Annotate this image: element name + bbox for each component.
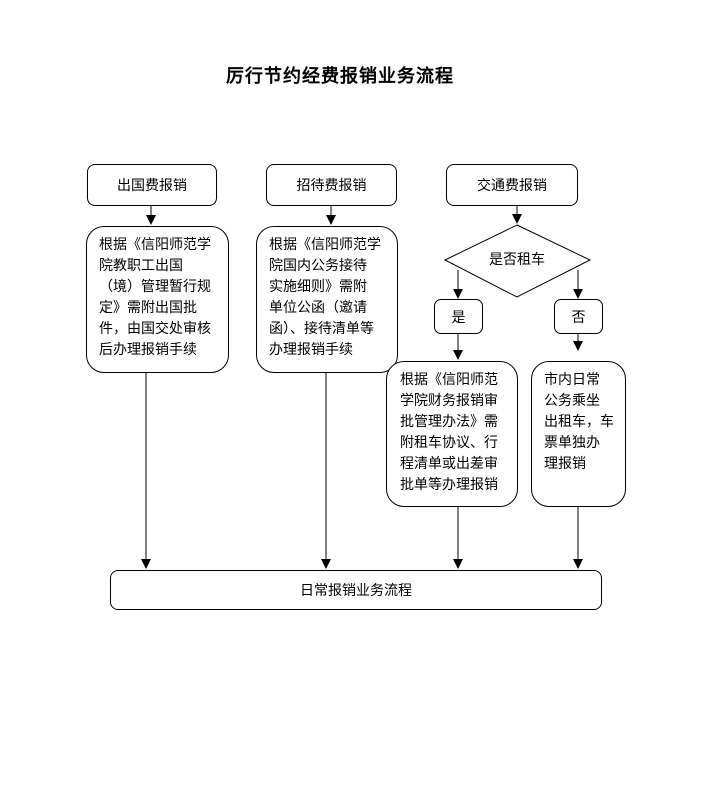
no-box: 否 — [554, 299, 603, 334]
decision-diamond — [443, 224, 592, 298]
overseas-expense-box: 出国费报销 — [87, 164, 217, 206]
yes-box: 是 — [434, 299, 483, 334]
rental-rule-box: 根据《信阳师范 学院财务报销审 批管理办法》需 附租车协议、行 程清单或出差审 … — [386, 361, 518, 507]
taxi-rule-box: 市内日常 公务乘坐 出租车，车 票单独办 理报销 — [531, 361, 626, 507]
decision-label: 是否租车 — [489, 252, 545, 268]
reception-rule-box: 根据《信阳师范学 院国内公务接待 实施细则》需附 单位公函（邀请 函）、接待清单… — [256, 226, 398, 373]
overseas-rule-box: 根据《信阳师范学 院教职工出国 （境）管理暂行规 定》需附出国批 件，由国交处审… — [86, 226, 229, 373]
transport-expense-box: 交通费报销 — [446, 164, 578, 206]
reception-expense-box: 招待费报销 — [266, 164, 397, 206]
daily-reimbursement-box: 日常报销业务流程 — [110, 570, 602, 610]
page-title: 厉行节约经费报销业务流程 — [226, 66, 454, 87]
